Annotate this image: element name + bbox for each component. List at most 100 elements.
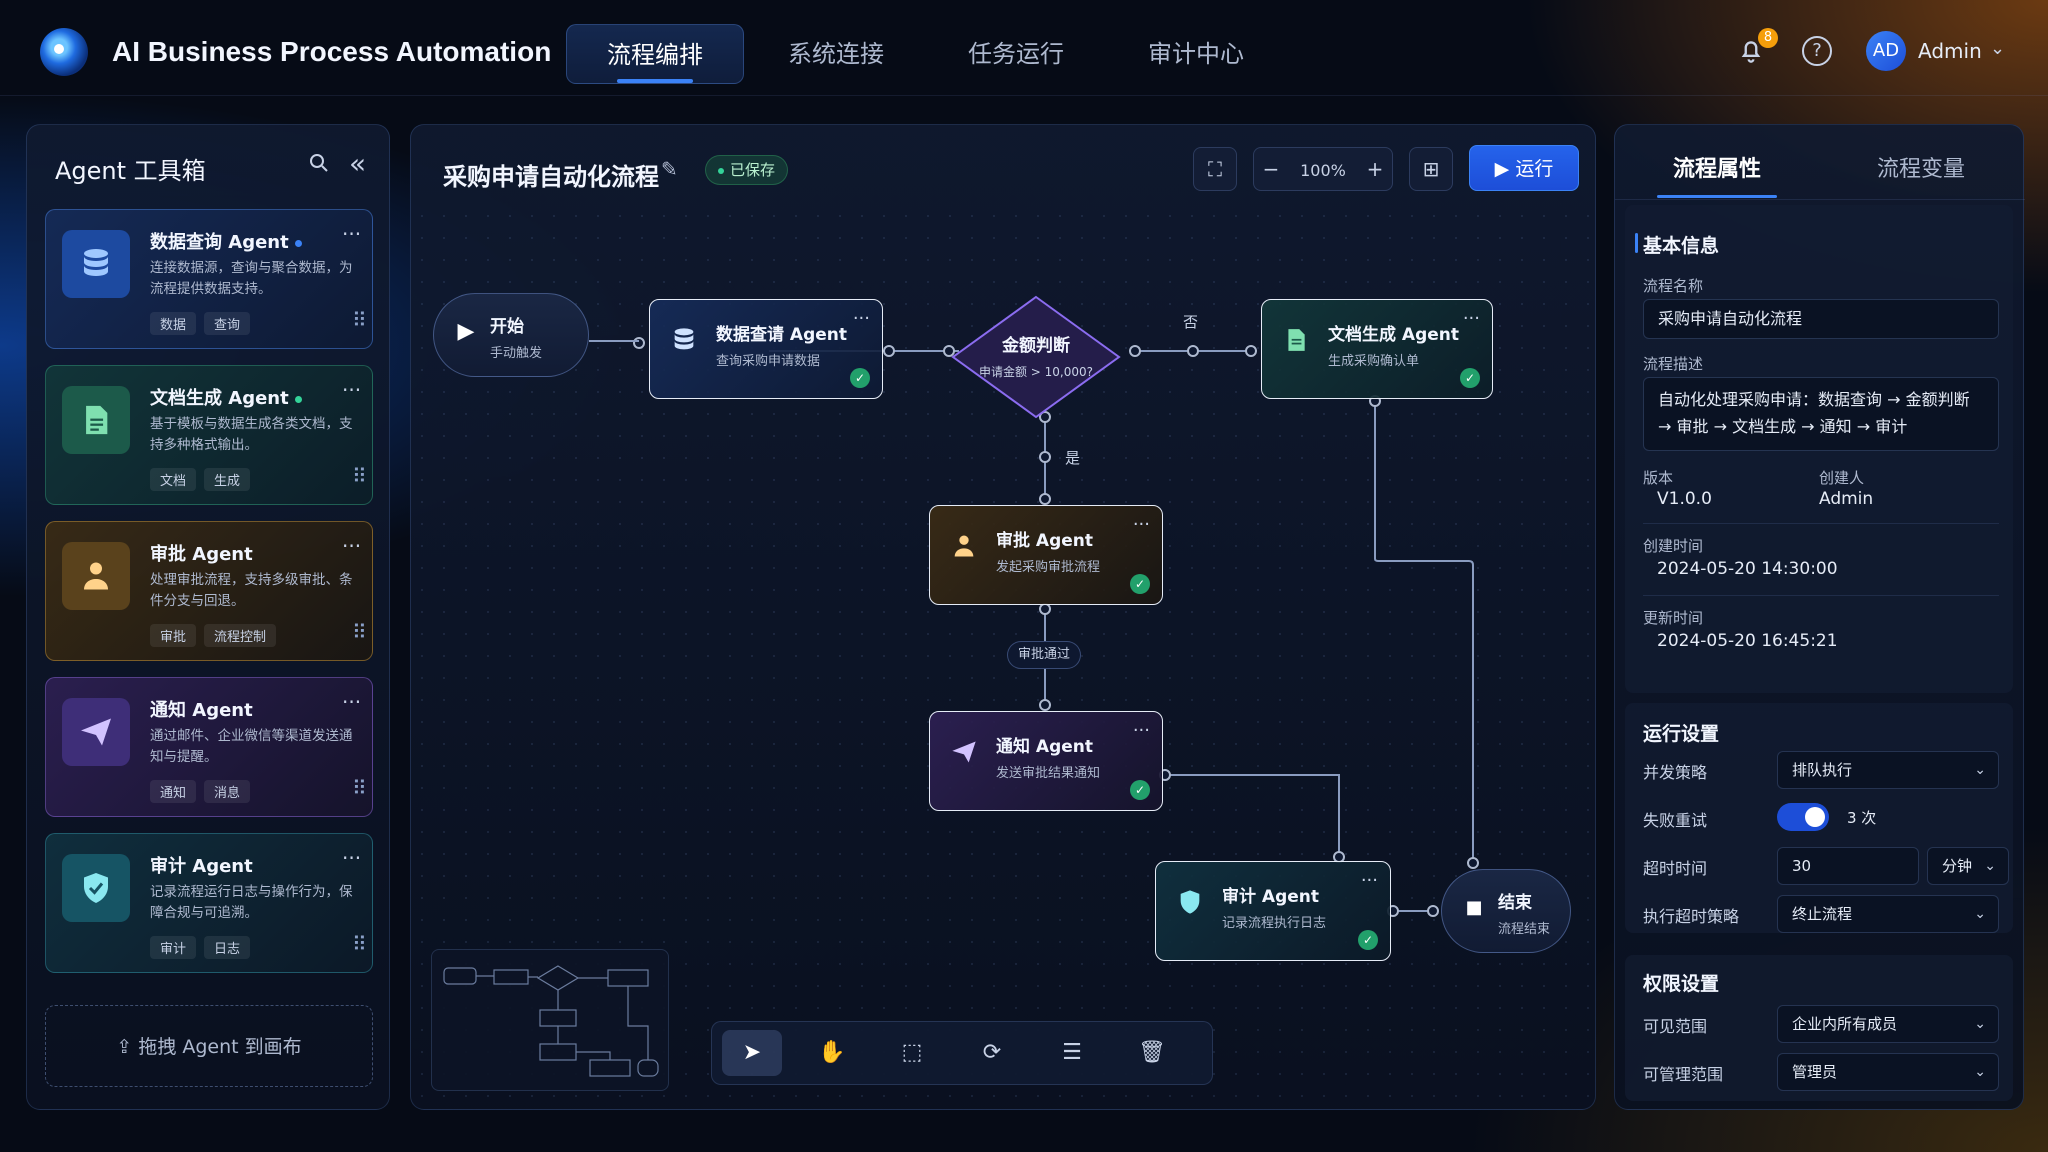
- agent-card-audit[interactable]: 审计 Agent ··· 记录流程运行日志与操作行为，保障合规与可追溯。 审计日…: [45, 833, 373, 973]
- tag: 生成: [204, 468, 251, 491]
- agent-card-data-query[interactable]: 数据查询 Agent ··· 连接数据源，查询与聚合数据，为流程提供数据支持。 …: [45, 209, 373, 349]
- main-nav: 流程编排 系统连接 任务运行 审计中心: [566, 24, 1288, 84]
- more-icon[interactable]: ···: [1132, 720, 1150, 741]
- align-icon[interactable]: ☰: [1062, 1040, 1082, 1065]
- field-label: 更新时间: [1643, 609, 1704, 627]
- run-button[interactable]: ▶ 运行: [1469, 145, 1579, 191]
- nav-audit-center[interactable]: 审计中心: [1148, 40, 1244, 68]
- collapse-icon[interactable]: «: [349, 147, 367, 180]
- zoom-in-icon[interactable]: +: [1366, 157, 1384, 181]
- document-icon: [1276, 320, 1316, 360]
- more-icon[interactable]: ···: [342, 222, 362, 246]
- agent-desc: 通过邮件、企业微信等渠道发送通知与提醒。: [150, 728, 353, 765]
- timeout-policy-select[interactable]: 终止流程⌄: [1777, 895, 1999, 933]
- field-label: 版本: [1643, 469, 1674, 487]
- more-icon[interactable]: ···: [1360, 870, 1378, 891]
- flow-desc-textarea[interactable]: 自动化处理采购申请：数据查询 → 金额判断 → 审批 → 文档生成 → 通知 →…: [1643, 377, 1999, 451]
- saved-badge: 已保存: [705, 155, 789, 185]
- field-label: 流程名称: [1643, 277, 1704, 295]
- grid-icon[interactable]: ⊞: [1409, 147, 1453, 191]
- field-label: 可管理范围: [1643, 1065, 1724, 1084]
- agent-desc: 处理审批流程，支持多级审批、条件分支与回退。: [150, 572, 353, 609]
- database-icon: [62, 230, 130, 298]
- app-logo: [40, 28, 88, 76]
- updated-value: 2024-05-20 16:45:21: [1657, 631, 1838, 651]
- node-name: 金额判断: [1002, 336, 1070, 356]
- zoom-control: − 100% +: [1253, 147, 1393, 191]
- chevron-down-icon: ⌄: [1974, 1016, 1986, 1032]
- notification-badge: 8: [1758, 28, 1778, 48]
- concurrency-select[interactable]: 排队执行⌄: [1777, 751, 1999, 789]
- agent-card-doc-gen[interactable]: 文档生成 Agent ··· 基于模板与数据生成各类文档，支持多种格式输出。 文…: [45, 365, 373, 505]
- hand-icon[interactable]: ✋: [818, 1040, 846, 1065]
- fullscreen-icon[interactable]: ⛶: [1193, 147, 1237, 191]
- trash-icon[interactable]: 🗑: [1138, 1040, 1166, 1065]
- drop-zone[interactable]: ⇪ 拖拽 Agent 到画布: [45, 1005, 373, 1087]
- node-data-query[interactable]: 数据查请 Agent 查询采购申请数据 ··· ✓: [649, 299, 883, 399]
- node-notify[interactable]: 通知 Agent 发送审批结果通知 ··· ✓: [929, 711, 1163, 811]
- node-decision[interactable]: 金额判断 申请金额 > 10,000?: [951, 295, 1121, 419]
- more-icon[interactable]: ···: [342, 378, 362, 402]
- drag-handle-icon[interactable]: ⠿: [352, 932, 367, 956]
- avatar[interactable]: AD: [1866, 31, 1906, 71]
- check-icon: ✓: [1130, 780, 1150, 800]
- edit-icon[interactable]: ✎: [661, 157, 678, 181]
- nav-system-connect[interactable]: 系统连接: [788, 40, 884, 68]
- drag-handle-icon[interactable]: ⠿: [352, 464, 367, 488]
- drag-handle-icon[interactable]: ⠿: [352, 776, 367, 800]
- drag-handle-icon[interactable]: ⠿: [352, 308, 367, 332]
- tab-flow-properties[interactable]: 流程属性: [1672, 157, 1761, 182]
- field-label: 流程描述: [1643, 355, 1704, 373]
- tab-indicator: [1657, 195, 1777, 198]
- agent-name: 文档生成 Agent: [150, 384, 302, 410]
- zoom-out-icon[interactable]: −: [1262, 157, 1280, 181]
- more-icon[interactable]: ···: [342, 846, 362, 870]
- section-basic: 基本信息 流程名称 采购申请自动化流程 流程描述 自动化处理采购申请：数据查询 …: [1625, 205, 2013, 693]
- retry-toggle[interactable]: [1777, 803, 1829, 831]
- drag-handle-icon[interactable]: ⠿: [352, 620, 367, 644]
- node-name: 审计 Agent: [1222, 887, 1320, 907]
- minimap[interactable]: [431, 949, 669, 1091]
- more-icon[interactable]: ···: [852, 308, 870, 329]
- select-box-icon[interactable]: ⬚: [901, 1040, 923, 1065]
- send-icon: [944, 732, 984, 772]
- connector-icon[interactable]: ⟳: [982, 1040, 1002, 1065]
- search-icon[interactable]: [307, 151, 331, 181]
- section-permission: 权限设置 可见范围 企业内所有成员⌄ 可管理范围 管理员⌄: [1625, 955, 2013, 1101]
- toolbox-title: Agent 工具箱: [55, 157, 206, 185]
- pointer-icon[interactable]: ➤: [722, 1030, 782, 1076]
- flow-canvas-panel: 采购申请自动化流程 ✎ 已保存 ⛶ − 100% + ⊞ ▶ 运行: [410, 124, 1597, 1111]
- node-audit[interactable]: 审计 Agent 记录流程执行日志 ··· ✓: [1155, 861, 1391, 961]
- more-icon[interactable]: ···: [342, 534, 362, 558]
- manage-scope-select[interactable]: 管理员⌄: [1777, 1053, 1999, 1091]
- more-icon[interactable]: ···: [1132, 514, 1150, 535]
- visibility-select[interactable]: 企业内所有成员⌄: [1777, 1005, 1999, 1043]
- chevron-down-icon: ⌄: [1984, 858, 1996, 874]
- flow-title: 采购申请自动化流程: [443, 163, 659, 191]
- tab-flow-variables[interactable]: 流程变量: [1876, 157, 1965, 182]
- field-label: 创建人: [1819, 469, 1865, 487]
- user-name[interactable]: Admin: [1918, 39, 1982, 63]
- chevron-down-icon[interactable]: ⌄: [1990, 38, 2006, 59]
- node-desc: 申请金额 > 10,000?: [978, 365, 1094, 379]
- node-end[interactable]: ■ 结束 流程结束: [1441, 869, 1571, 953]
- node-name: 通知 Agent: [996, 737, 1094, 757]
- help-icon[interactable]: ?: [1802, 36, 1832, 66]
- nav-flow-orchestration[interactable]: 流程编排: [566, 24, 744, 84]
- node-start[interactable]: ▶ 开始 手动触发: [433, 293, 589, 377]
- timeout-input[interactable]: 30: [1777, 847, 1919, 885]
- bell-icon[interactable]: [1736, 36, 1766, 66]
- edge-label-no: 否: [1183, 313, 1199, 331]
- timeout-unit-select[interactable]: 分钟⌄: [1927, 847, 2009, 885]
- more-icon[interactable]: ···: [342, 690, 362, 714]
- tag: 文档: [150, 468, 197, 491]
- more-icon[interactable]: ···: [1462, 308, 1480, 329]
- node-approval[interactable]: 审批 Agent 发起采购审批流程 ··· ✓: [929, 505, 1163, 605]
- agent-card-approval[interactable]: 审批 Agent ··· 处理审批流程，支持多级审批、条件分支与回退。 审批流程…: [45, 521, 373, 661]
- node-doc-gen[interactable]: 文档生成 Agent 生成采购确认单 ··· ✓: [1261, 299, 1493, 399]
- agent-toolbox: Agent 工具箱 « 数据查询 Agent ··· 连接数据源，查询与聚合数据…: [26, 124, 390, 1110]
- agent-name: 数据查询 Agent: [150, 228, 302, 254]
- flow-name-input[interactable]: 采购申请自动化流程: [1643, 299, 1999, 339]
- agent-card-notify[interactable]: 通知 Agent ··· 通过邮件、企业微信等渠道发送通知与提醒。 通知消息 ⠿: [45, 677, 373, 817]
- nav-task-run[interactable]: 任务运行: [968, 40, 1064, 68]
